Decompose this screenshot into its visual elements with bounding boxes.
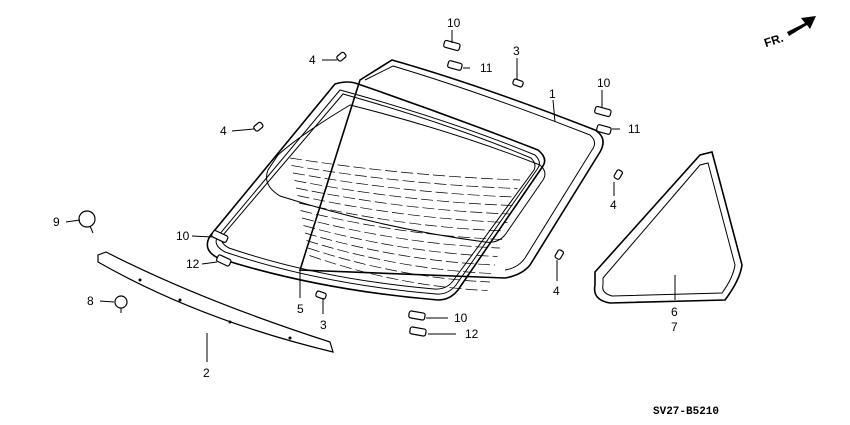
defroster-line xyxy=(303,225,498,257)
direction-label: FR. xyxy=(762,31,785,50)
callout-4: 4 xyxy=(309,53,316,67)
callout-11: 11 xyxy=(628,122,641,136)
defroster-line xyxy=(306,240,493,274)
rear-window-glass xyxy=(298,59,604,279)
defroster-line xyxy=(300,210,503,240)
defroster-line xyxy=(298,202,506,232)
defroster-line xyxy=(295,187,511,215)
defroster-line xyxy=(309,255,488,291)
callout-numbers: 10 11 3 4 1 10 11 4 4 9 10 12 8 5 3 10 1… xyxy=(53,16,719,418)
callout-4: 4 xyxy=(220,124,227,138)
callout-9: 9 xyxy=(53,215,60,229)
fasteners xyxy=(78,39,623,337)
callout-10: 10 xyxy=(447,16,461,30)
defroster-line xyxy=(289,157,521,181)
callout-4: 4 xyxy=(553,284,560,298)
quarter-window-glass xyxy=(593,151,743,304)
callout-3: 3 xyxy=(320,318,327,332)
diagram-code: SV27-B5210 xyxy=(653,406,719,418)
defroster-line xyxy=(304,232,496,266)
defroster-line xyxy=(301,217,501,249)
defroster-line xyxy=(294,180,513,206)
defroster-grid xyxy=(266,104,546,291)
defroster-line xyxy=(291,165,518,189)
garnish-strip xyxy=(97,251,334,353)
callout-1: 1 xyxy=(549,87,556,101)
callout-12: 12 xyxy=(186,257,200,271)
defroster-line xyxy=(307,247,491,283)
callout-4: 4 xyxy=(610,198,617,212)
callout-10: 10 xyxy=(454,311,468,325)
leader-lines xyxy=(65,30,676,362)
callout-12: 12 xyxy=(465,327,479,341)
callout-10: 10 xyxy=(176,229,190,243)
callout-7: 7 xyxy=(671,320,678,334)
callout-10: 10 xyxy=(597,76,611,90)
defroster-line xyxy=(297,195,508,223)
callout-8: 8 xyxy=(87,294,94,308)
defroster-line xyxy=(292,172,516,198)
callout-5: 5 xyxy=(297,302,304,316)
callout-2: 2 xyxy=(203,366,210,380)
front-direction-indicator: FR. xyxy=(762,16,816,50)
callout-3: 3 xyxy=(513,44,520,58)
callout-6: 6 xyxy=(671,305,678,319)
windshield-molding xyxy=(206,81,546,301)
callout-11: 11 xyxy=(480,61,493,75)
